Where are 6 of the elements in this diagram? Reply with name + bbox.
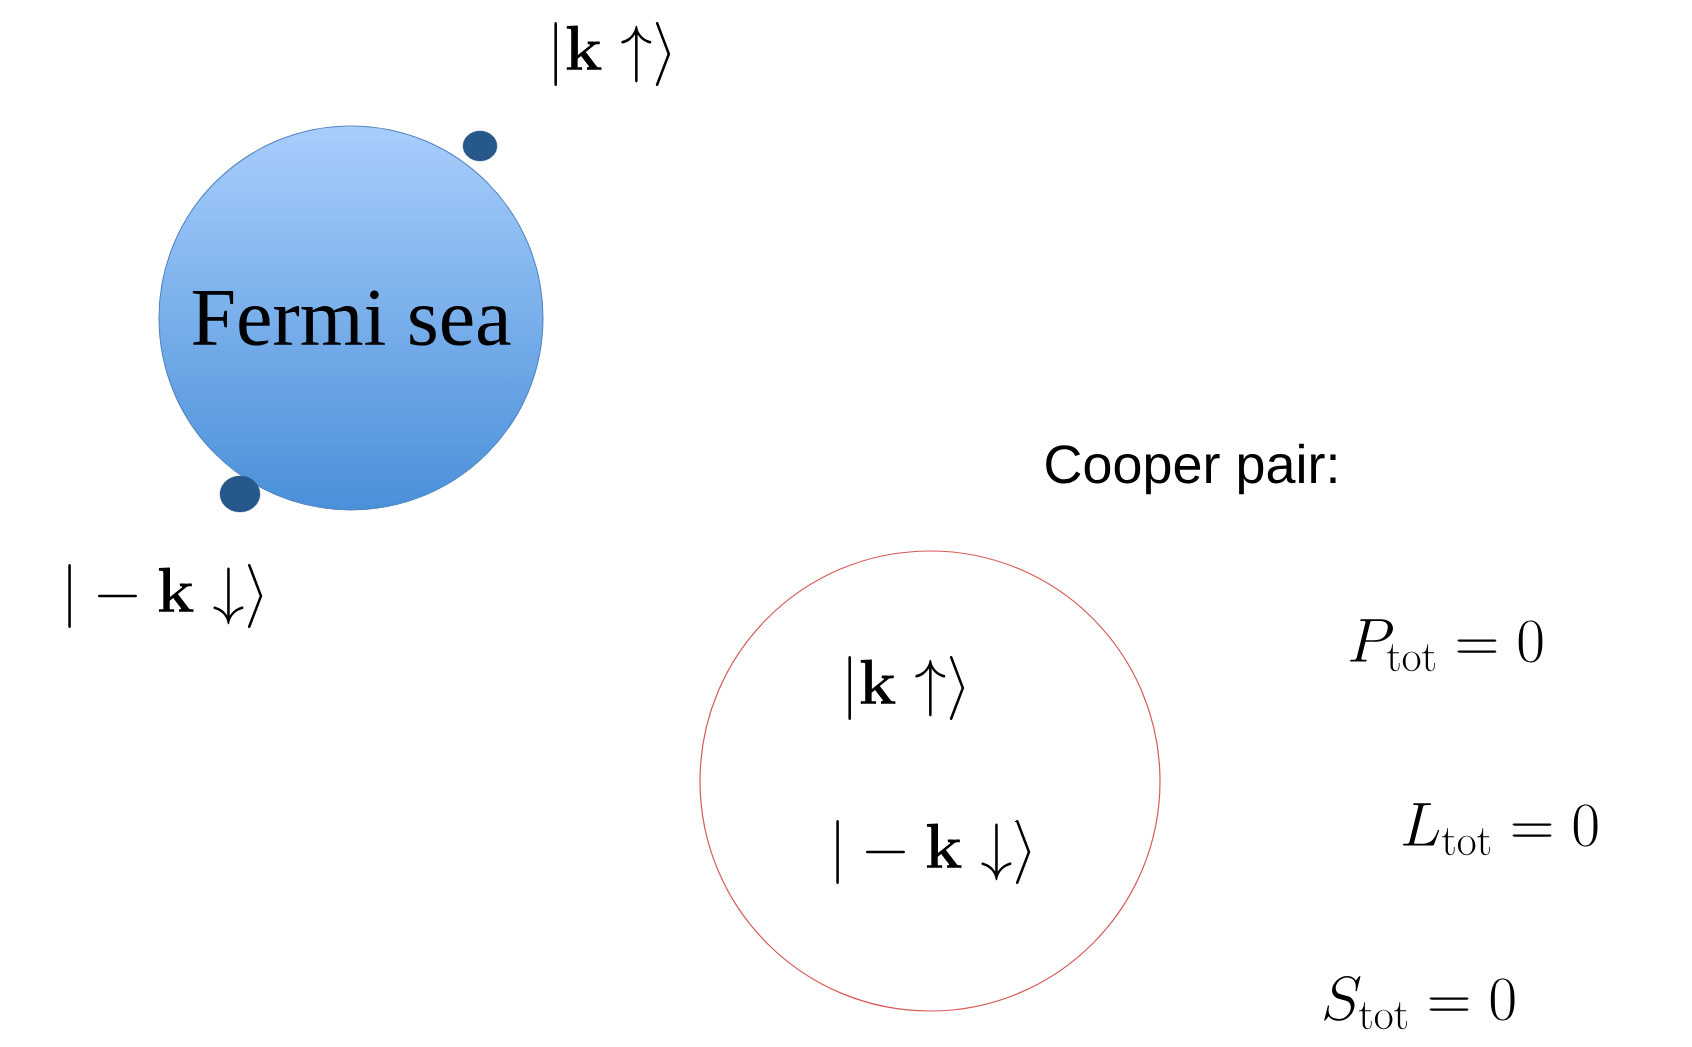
ket-label: $|-\mathbf{k}\downarrow\rangle$ xyxy=(68,564,263,628)
equation: $P_{\mathrm{tot}}=0$ xyxy=(1350,619,1543,672)
ket-label: $|\mathbf{k}\uparrow\rangle$ xyxy=(554,22,671,86)
equation: $S_{\mathrm{tot}}=0$ xyxy=(1324,975,1515,1030)
heading-text: Cooper pair: xyxy=(1046,443,1336,495)
equation: $L_{\mathrm{tot}}=0$ xyxy=(1402,803,1598,856)
